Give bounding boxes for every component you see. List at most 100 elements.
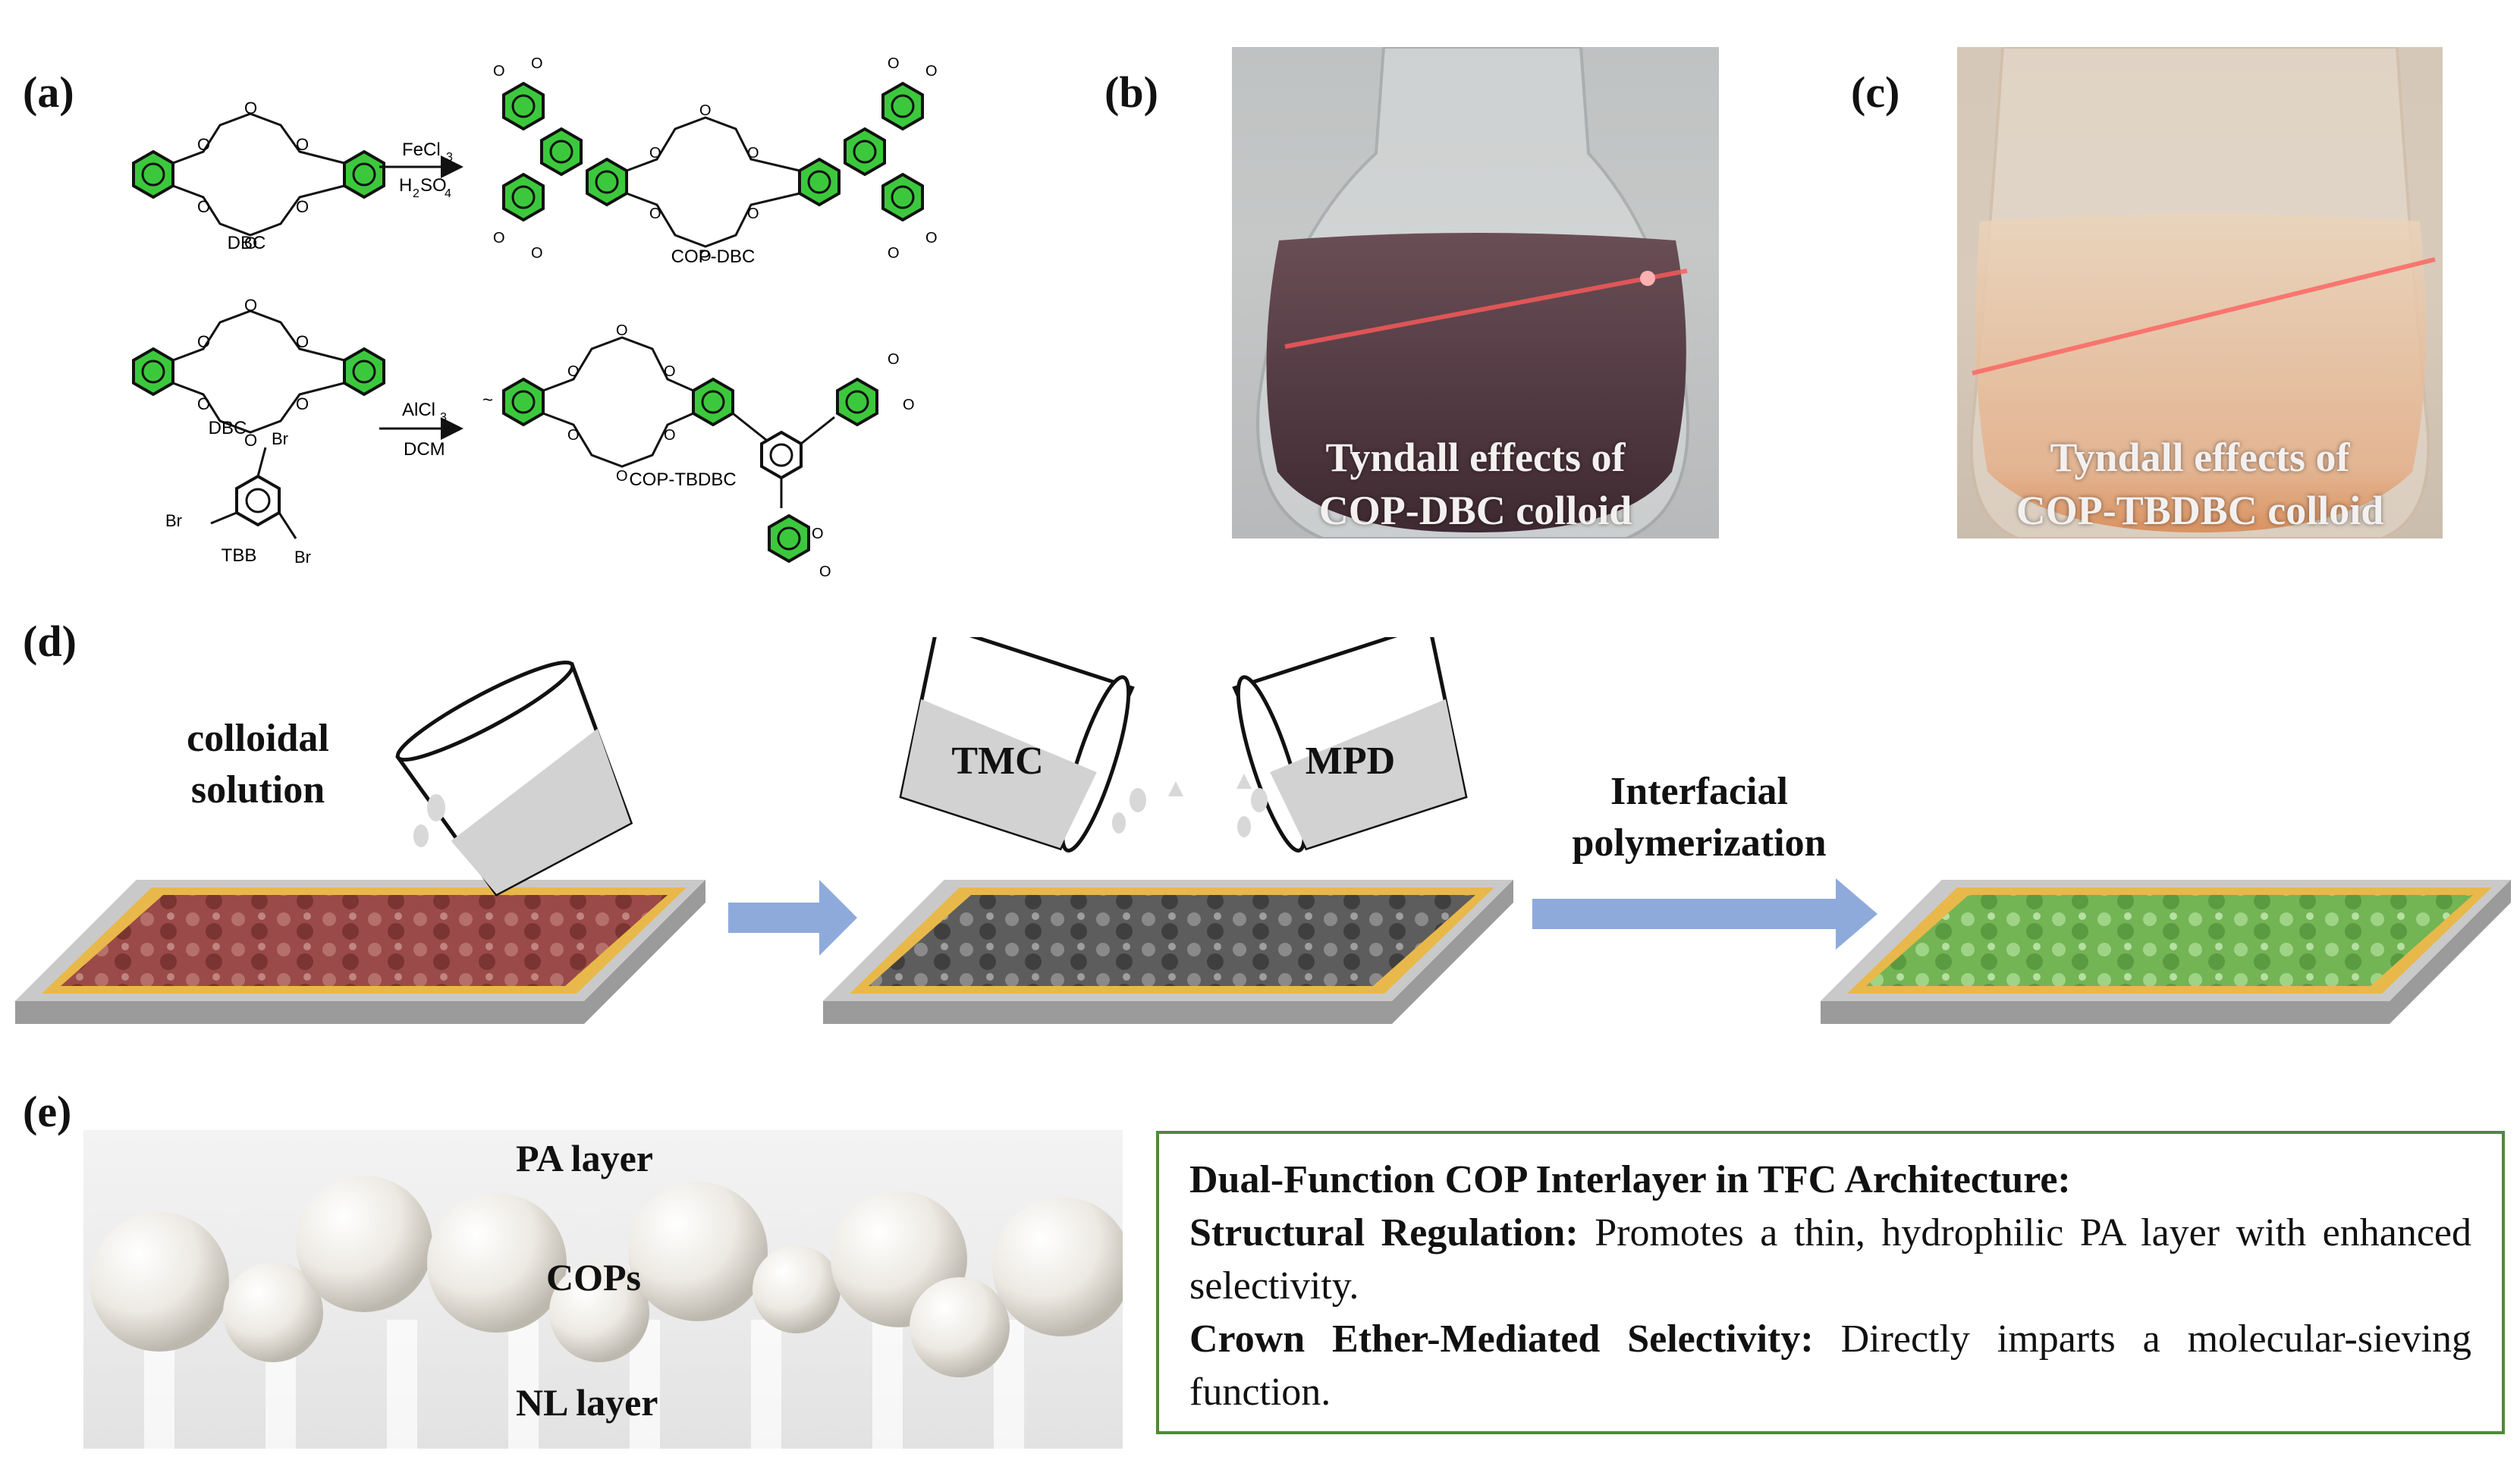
panel-label-a: (a) [23,68,74,117]
tbb-molecule [210,447,297,539]
svg-text:O: O [649,145,661,162]
note-crown-ether-selectivity: Crown Ether-Mediated Selectivity: Direct… [1189,1313,2471,1419]
svg-text:4: 4 [445,187,451,200]
tyndall-photo-cop-dbc: Tyndall effects of COP-DBC colloid [1232,47,1719,539]
pouring-beaker-1 [395,661,633,896]
dbc-molecule-bottom: O O O O O O [132,296,385,450]
svg-text:O: O [567,363,580,380]
process-arrow-2 [1532,878,1877,950]
cup-label-mpd: MPD [1305,739,1396,783]
svg-text:O: O [699,248,712,265]
note-structural-regulation: Structural Regulation: Promotes a thin, … [1189,1207,2471,1313]
label-polymerization: polymerization [1572,821,1827,865]
note-crown-ether-text: Directly imparts a molecular-sieving fun… [1189,1317,2471,1414]
svg-text:O: O [296,394,309,413]
svg-text:FeCl: FeCl [402,140,441,160]
svg-text:O: O [296,332,309,351]
svg-text:DCM: DCM [404,439,445,460]
process-diagram [15,637,2511,1024]
label-nl-layer: NL layer [516,1381,658,1424]
caption-cop-dbc-1: Tyndall effects of [1325,435,1626,480]
droplets-1 [413,794,445,847]
svg-text:2: 2 [413,187,419,200]
svg-text:O: O [244,234,257,253]
process-arrow-1 [728,880,857,956]
cop-dbc-label: COP-DBC [671,246,756,267]
svg-text:O: O [197,332,210,351]
svg-text:O: O [197,197,210,216]
note-structural-regulation-text: Promotes a thin, hydrophilic PA layer wi… [1189,1211,2471,1308]
svg-text:O: O [531,245,543,262]
svg-text:O: O [819,564,831,580]
svg-text:H: H [399,175,412,196]
cop-spheres [90,1176,1123,1377]
beaker-mpd [1232,637,1468,853]
svg-text:O: O [925,230,938,246]
svg-text:O: O [747,145,759,162]
svg-text:O: O [197,394,210,413]
label-interfacial: Interfacial [1610,770,1788,813]
label-colloidal: colloidal [187,717,329,760]
panel-label-d: (d) [23,617,77,666]
panel-label-c: (c) [1851,68,1900,117]
cop-interlayer-illustration: PA layer COPs NL layer [83,1130,1123,1449]
svg-text:O: O [296,197,309,216]
dbc-molecule-top: O O O O O O [132,99,385,253]
svg-text:3: 3 [440,411,447,424]
panel-label-b: (b) [1104,68,1158,117]
svg-text:Br: Br [294,548,311,567]
svg-text:O: O [747,206,759,222]
svg-text:O: O [649,206,661,222]
caption-cop-tbdbc-2: COP-TBDBC colloid [2016,488,2384,533]
membrane-platform-3 [1821,880,2511,1024]
svg-text:O: O [296,135,309,154]
label-cops: COPs [546,1256,641,1298]
svg-text:O: O [244,99,257,118]
tyndall-photo-cop-tbdbc: Tyndall effects of COP-TBDBC colloid [1957,47,2443,539]
svg-text:O: O [664,363,676,380]
droplets-2 [1112,774,1268,837]
svg-text:O: O [531,55,543,72]
svg-text:O: O [699,102,712,119]
cop-dbc-molecule: O O O O O O O O O O O O O O [493,55,938,265]
svg-text:O: O [616,322,628,339]
svg-text:~: ~ [482,390,493,410]
cup-label-tmc: TMC [951,739,1044,783]
dbc-label-2: DBC [209,418,247,438]
label-colloidal-solution: colloidal solution [129,713,387,816]
svg-text:Br: Br [165,511,182,530]
note-crown-ether-heading: Crown Ether-Mediated Selectivity: [1189,1317,1814,1361]
tbb-label: TBB [222,545,257,566]
caption-cop-tbdbc-1: Tyndall effects of [2050,435,2350,480]
svg-text:O: O [925,63,938,80]
svg-text:3: 3 [446,151,453,164]
svg-text:Br: Br [272,429,288,448]
svg-text:AlCl: AlCl [402,400,435,420]
svg-text:O: O [888,245,900,262]
note-title: Dual-Function COP Interlayer in TFC Arch… [1189,1158,2071,1201]
panel-label-e: (e) [23,1087,72,1136]
beaker-tmc [899,637,1135,853]
note-structural-regulation-heading: Structural Regulation: [1189,1211,1579,1254]
membrane-platform-2 [823,880,1513,1024]
label-interfacial-polymerization: Interfacial polymerization [1532,766,1866,869]
svg-text:O: O [567,427,580,444]
svg-text:O: O [493,63,505,80]
svg-text:O: O [664,427,676,444]
svg-text:O: O [244,296,257,315]
svg-text:O: O [903,397,915,413]
svg-text:O: O [812,526,824,542]
caption-cop-dbc-2: COP-DBC colloid [1318,488,1632,533]
svg-text:O: O [888,351,900,368]
reaction-scheme: O O O O O O DBC FeCl 3 H 2 SO 4 O O O O … [132,55,938,580]
dual-function-note-box: Dual-Function COP Interlayer in TFC Arch… [1156,1131,2505,1434]
svg-text:O: O [197,135,210,154]
svg-text:O: O [616,468,628,485]
svg-text:O: O [493,230,505,246]
cop-tbdbc-label: COP-TBDBC [629,469,736,490]
svg-text:SO: SO [420,175,447,196]
dbc-label-1: DBC [228,233,266,253]
label-solution: solution [190,768,325,812]
svg-text:O: O [888,55,900,72]
label-pa-layer: PA layer [516,1137,653,1179]
